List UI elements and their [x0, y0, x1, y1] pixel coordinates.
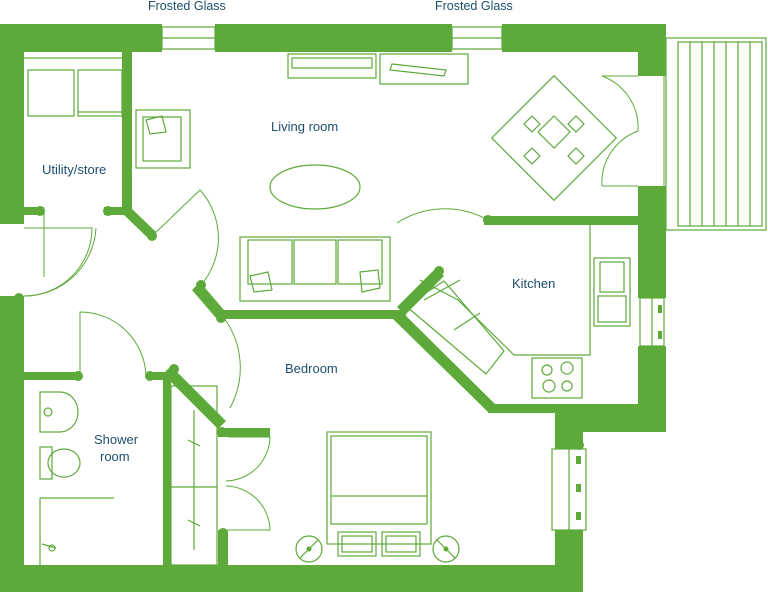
sideboard	[379, 53, 469, 85]
bedroom-label: Bedroom	[285, 361, 338, 376]
utility-store-label: Utility/store	[42, 162, 106, 177]
kitchen-sink	[593, 257, 631, 327]
bedside-lamp-right	[432, 535, 460, 563]
interior-walls	[24, 52, 638, 565]
armchair	[135, 109, 191, 169]
hob	[531, 357, 583, 399]
tv-unit	[287, 53, 377, 79]
frosted-glass-label-left: Frosted Glass	[148, 0, 226, 13]
toilet	[39, 446, 81, 480]
bedroom-window	[551, 448, 587, 531]
frosted-window-right	[451, 26, 503, 50]
dining-table	[490, 74, 618, 202]
kitchen-window	[639, 297, 665, 347]
entrance-door	[23, 227, 97, 297]
living-room-door	[151, 189, 219, 286]
bedroom-door	[223, 317, 241, 409]
balcony-french-doors	[601, 75, 665, 187]
wardrobe-doors	[225, 436, 271, 531]
exterior-walls	[0, 24, 666, 592]
sofa	[239, 236, 391, 302]
shower-room-label-line2: room	[100, 449, 130, 464]
frosted-glass-label-right: Frosted Glass	[435, 0, 513, 13]
double-bed	[326, 431, 432, 557]
shower-room-door	[79, 311, 147, 377]
balcony	[665, 37, 767, 231]
kitchen-worktop	[405, 225, 591, 375]
utility-appliances	[24, 57, 123, 117]
shower-room-label-line1: Shower	[94, 432, 139, 447]
frosted-window-left	[161, 26, 216, 50]
living-room-label: Living room	[271, 119, 338, 134]
shower-tray	[39, 497, 114, 565]
kitchen-label: Kitchen	[512, 276, 555, 291]
utility-door	[23, 212, 93, 297]
bedside-lamp-left	[295, 535, 323, 563]
coffee-table	[269, 164, 361, 210]
wardrobe	[170, 385, 218, 566]
kitchen-door	[396, 208, 487, 224]
basin	[39, 391, 79, 433]
